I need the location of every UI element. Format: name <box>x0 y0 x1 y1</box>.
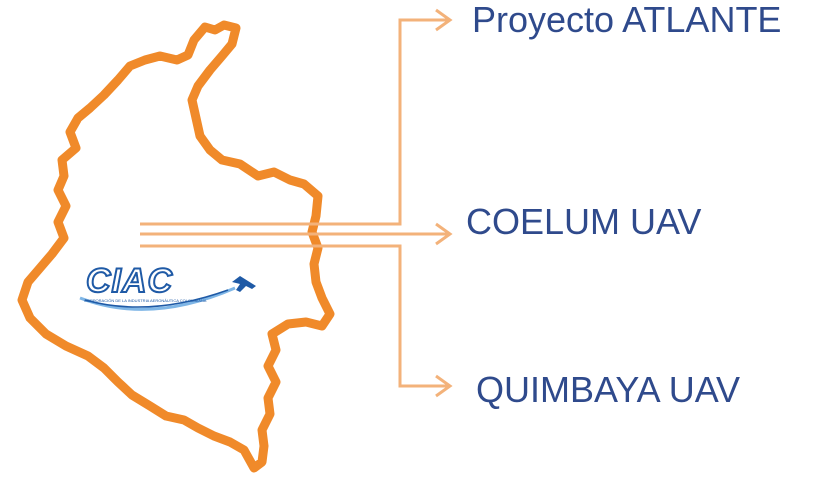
ciac-logo-tagline: CORPORACIÓN DE LA INDUSTRIA AERONÁUTICA … <box>84 298 207 303</box>
ciac-logo-text: CIAC <box>85 261 174 301</box>
label-proyecto-atlante: Proyecto ATLANTE <box>472 0 782 40</box>
ciac-logo-swoosh-inner <box>84 289 229 308</box>
arrow-to-atlante-line <box>140 18 448 226</box>
label-coelum-uav: COELUM UAV <box>466 201 702 242</box>
colombia-map-outline <box>17 20 335 473</box>
arrows-group <box>140 8 453 398</box>
arrow-to-quimbaya-head <box>435 374 453 398</box>
arrow-to-atlante-head <box>435 8 453 32</box>
arrow-to-quimbaya-line <box>140 244 448 388</box>
plane-icon <box>232 276 256 292</box>
arrow-to-coelum-head <box>435 222 453 246</box>
label-quimbaya-uav: QUIMBAYA UAV <box>476 369 741 410</box>
